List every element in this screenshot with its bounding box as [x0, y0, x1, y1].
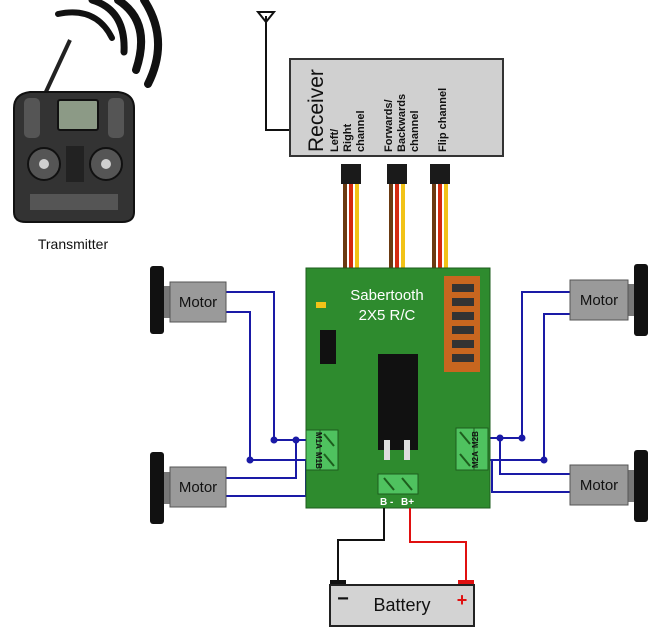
transmitter-handle-left	[24, 98, 40, 138]
terminal-m1b-label: M1B	[314, 452, 323, 469]
terminal-m1a-label: M1A	[314, 432, 323, 449]
transmitter-display	[57, 99, 99, 131]
terminal-bplus-label: B+	[401, 497, 414, 508]
controller-name-line1: Sabertooth	[350, 287, 423, 304]
channel-forwards-line2: Backwards	[396, 94, 408, 152]
terminal-m2: M2A M2B	[455, 427, 489, 471]
battery-body	[329, 584, 475, 627]
motor-label: Motor	[580, 292, 618, 309]
channel-left-right-line1: Left/	[329, 129, 341, 152]
heatsink-component	[378, 354, 418, 450]
wheel-icon	[150, 266, 164, 334]
receiver-title: Receiver	[305, 69, 328, 152]
controller-name-line2: 2X5 R/C	[359, 307, 416, 324]
terminal-battery: B - B+	[377, 473, 419, 508]
motor-bottom-right: Motor	[569, 450, 648, 522]
transmitter-switches	[66, 146, 84, 182]
channel-left-right-line3: channel	[355, 110, 367, 152]
terminal-m1: M1A M1B	[305, 429, 339, 471]
transmitter-handle-right	[108, 98, 124, 138]
transmitter-label: Transmitter	[38, 236, 109, 252]
servo-cable-left-right	[341, 164, 361, 268]
transmitter-antenna	[42, 39, 72, 97]
motor-label: Motor	[179, 294, 217, 311]
motor-label: Motor	[179, 479, 217, 496]
battery-positive-terminal	[458, 580, 474, 586]
channel-forwards-line3: channel	[409, 110, 421, 152]
terminal-m2a-label: M2A	[471, 451, 480, 468]
battery: Battery − +	[329, 580, 475, 627]
motor-wires	[226, 291, 570, 497]
wheel-icon	[634, 450, 648, 522]
wheel-icon	[150, 452, 164, 524]
servo-cables	[341, 164, 450, 268]
battery-label: Battery	[373, 595, 430, 615]
motor-body	[169, 281, 227, 323]
receiver: Receiver Left/ Right channel Forwards/ B…	[255, 11, 504, 157]
terminal-m2b-label: M2B	[471, 431, 480, 448]
motor-body	[169, 466, 227, 508]
battery-negative-terminal	[330, 580, 346, 586]
channel-flip: Flip channel	[437, 88, 449, 152]
receiver-antenna-wire	[265, 16, 290, 131]
status-led	[316, 302, 326, 308]
small-chip	[320, 330, 336, 364]
channel-forwards-line1: Forwards/	[383, 99, 395, 152]
battery-positive-wire	[409, 508, 467, 584]
channel-left-right-line2: Right	[342, 124, 354, 152]
motor-top-right: Motor	[569, 264, 648, 336]
motor-label: Motor	[580, 477, 618, 494]
battery-minus-sign: −	[337, 588, 349, 610]
wheel-icon	[634, 264, 648, 336]
motor-bottom-left: Motor	[150, 452, 227, 524]
motor-top-left: Motor	[150, 266, 227, 334]
receiver-box	[289, 58, 504, 157]
transmitter: Transmitter	[13, 0, 162, 252]
motor-body	[569, 279, 629, 321]
radio-waves-icon	[55, 0, 162, 88]
sabertooth-controller: Sabertooth 2X5 R/C M1A M1B	[305, 267, 491, 509]
motor-body	[569, 464, 629, 506]
receiver-antenna-icon	[255, 11, 277, 24]
battery-plus-sign: +	[457, 590, 468, 610]
dip-switch[interactable]	[444, 276, 480, 372]
battery-negative-wire	[337, 508, 385, 584]
servo-cable-forwards-backwards	[387, 164, 407, 268]
terminal-bminus-label: B -	[380, 497, 393, 508]
servo-cable-flip	[430, 164, 450, 268]
transmitter-lower-panel	[30, 194, 118, 210]
